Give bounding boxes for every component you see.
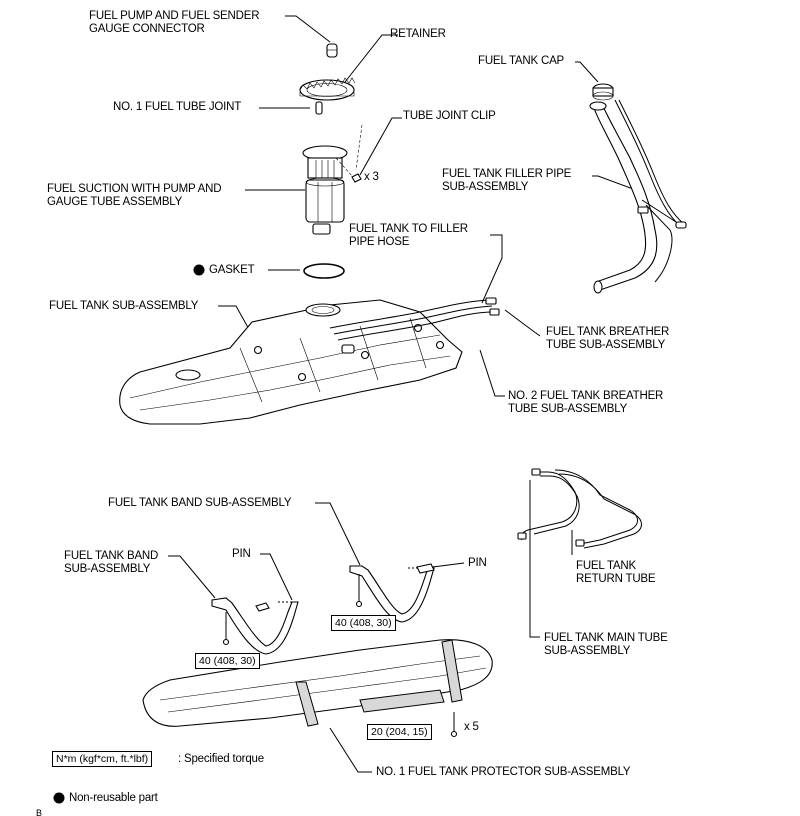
label-retainer: RETAINER xyxy=(390,28,446,40)
nonreusable-bullet-gasket xyxy=(193,264,205,276)
fuel-tank-band-left-part xyxy=(211,597,299,655)
label-tank-sub-assembly: FUEL TANK SUB-ASSEMBLY xyxy=(49,300,199,312)
label-suction-line1: FUEL SUCTION WITH PUMP AND xyxy=(47,183,222,195)
label-breather-line2: TUBE SUB-ASSEMBLY xyxy=(546,339,666,351)
label-breather-tube: FUEL TANK BREATHER TUBE SUB-ASSEMBLY xyxy=(546,326,669,352)
label-breather-line1: FUEL TANK BREATHER xyxy=(546,326,670,338)
fuel-pump-assembly-part xyxy=(302,145,353,235)
pump-sender-connector-part xyxy=(326,43,338,58)
label-pump-connector-line1: FUEL PUMP AND FUEL SENDER xyxy=(89,10,260,22)
label-main-tube-line1: FUEL TANK MAIN TUBE xyxy=(544,632,668,644)
label-no2-breather-line2: TUBE SUB-ASSEMBLY xyxy=(508,403,628,415)
label-return-tube-line2: RETURN TUBE xyxy=(576,573,656,585)
label-band-left-line1: FUEL TANK BAND xyxy=(64,550,159,562)
legend-nonreusable-text: Non-reusable part xyxy=(69,792,158,804)
label-band-sub-top: FUEL TANK BAND SUB-ASSEMBLY xyxy=(108,497,292,509)
fuel-tank-tubes-part xyxy=(517,468,642,549)
torque-box-protector: 20 (204, 15) xyxy=(367,724,432,740)
nonreusable-bullet-legend xyxy=(53,792,65,804)
pins-part xyxy=(278,567,418,603)
label-fuel-tank-cap: FUEL TANK CAP xyxy=(478,55,565,67)
label-no2-breather-tube: NO. 2 FUEL TANK BREATHER TUBE SUB-ASSEMB… xyxy=(508,390,663,416)
label-filler-pipe-line1: FUEL TANK FILLER PIPE xyxy=(442,168,572,180)
bolts-part xyxy=(222,574,458,738)
label-filler-hose: FUEL TANK TO FILLER PIPE HOSE xyxy=(349,223,468,249)
label-pump-connector: FUEL PUMP AND FUEL SENDER GAUGE CONNECTO… xyxy=(89,10,260,36)
tube-joint-clip-part xyxy=(351,124,363,183)
label-band-left-line2: SUB-ASSEMBLY xyxy=(64,563,151,575)
retainer-part xyxy=(299,77,356,101)
label-bolt-qty: x 5 xyxy=(464,721,479,733)
tube-joint-part xyxy=(315,101,323,115)
label-no1-tube-joint: NO. 1 FUEL TUBE JOINT xyxy=(113,101,242,113)
label-filler-hose-line2: PIPE HOSE xyxy=(349,236,410,248)
fuel-tank-upper-part xyxy=(119,297,500,425)
torque-box-band-left: 40 (408, 30) xyxy=(195,653,260,669)
fuel-tank-cap-part xyxy=(592,83,614,101)
label-protector: NO. 1 FUEL TANK PROTECTOR SUB-ASSEMBLY xyxy=(376,766,631,778)
label-clip-qty: x 3 xyxy=(364,171,379,183)
gasket-part xyxy=(303,263,345,279)
label-return-tube-line1: FUEL TANK xyxy=(576,560,636,572)
label-main-tube: FUEL TANK MAIN TUBE SUB-ASSEMBLY xyxy=(544,632,668,658)
label-filler-pipe: FUEL TANK FILLER PIPE SUB-ASSEMBLY xyxy=(442,168,571,194)
fuel-tank-band-right-part xyxy=(349,563,435,623)
label-suction-assembly: FUEL SUCTION WITH PUMP AND GAUGE TUBE AS… xyxy=(47,183,222,209)
label-main-tube-line2: SUB-ASSEMBLY xyxy=(544,645,631,657)
label-pin-right: PIN xyxy=(468,557,487,569)
torque-box-band-right: 40 (408, 30) xyxy=(331,615,396,631)
fuel-tank-lower-part xyxy=(142,639,493,727)
label-no2-breather-line1: NO. 2 FUEL TANK BREATHER xyxy=(508,390,664,402)
label-return-tube: FUEL TANK RETURN TUBE xyxy=(576,560,656,586)
legend-torque-unit-box: N*m (kgf*cm, ft.*lbf) xyxy=(52,751,153,767)
label-filler-pipe-line2: SUB-ASSEMBLY xyxy=(442,181,529,193)
legend-torque-text: : Specified torque xyxy=(178,753,264,765)
leader-lines xyxy=(168,15,637,773)
filler-pipe-part xyxy=(589,99,687,294)
label-band-sub-left: FUEL TANK BAND SUB-ASSEMBLY xyxy=(64,550,158,576)
label-tube-joint-clip: TUBE JOINT CLIP xyxy=(403,110,496,122)
label-pump-connector-line2: GAUGE CONNECTOR xyxy=(89,23,205,35)
legend-fragment-text: B xyxy=(36,809,42,816)
label-gasket: GASKET xyxy=(209,264,255,276)
label-filler-hose-line1: FUEL TANK TO FILLER xyxy=(349,223,468,235)
label-suction-line2: GAUGE TUBE ASSEMBLY xyxy=(47,196,183,208)
label-pin-left: PIN xyxy=(232,548,251,560)
